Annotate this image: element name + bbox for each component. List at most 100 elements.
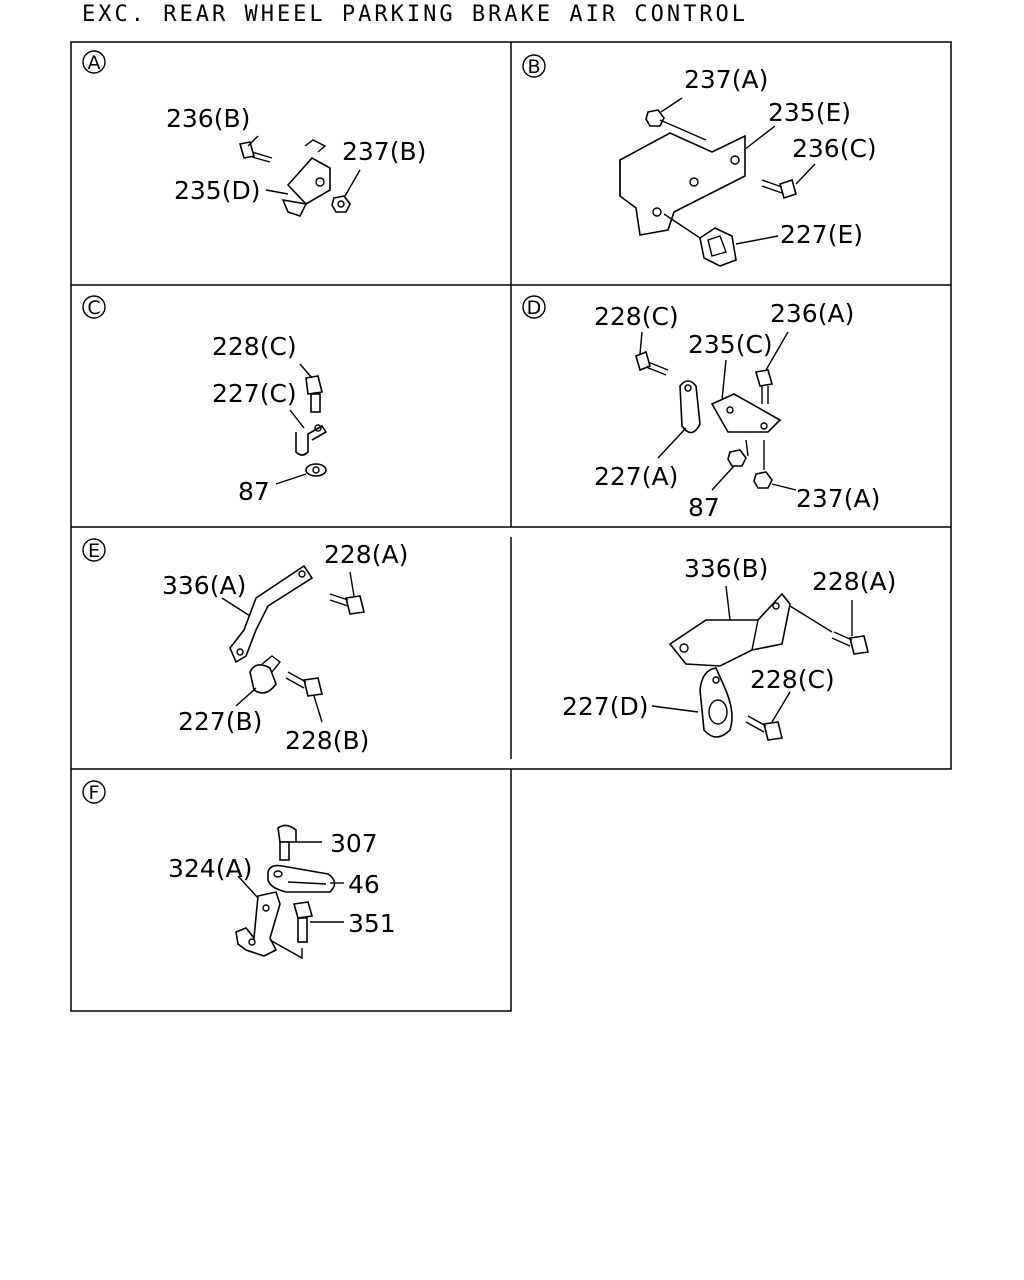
frame-panel-f (70, 769, 512, 1012)
panel-b: B 237(A) 235(E) 236(C) 227(E) (522, 54, 877, 267)
callout-label: 87 (688, 493, 720, 522)
grid-frame (70, 41, 952, 1012)
svg-text:B: B (527, 56, 540, 78)
panel-d: D (522, 295, 880, 522)
leader-line (735, 235, 779, 245)
leader-line (247, 135, 259, 147)
leader-line (235, 687, 257, 707)
bolt-part-f1 (277, 824, 297, 861)
leader-line (711, 465, 735, 491)
callout-label: 228(C) (212, 332, 297, 361)
panel-marker-b: B (522, 54, 546, 78)
callout-label: 237(A) (796, 484, 880, 513)
bracket-part-e (229, 564, 314, 664)
svg-text:D: D (527, 297, 542, 319)
bolt-part-d1 (635, 350, 669, 376)
clip-part-f (267, 864, 336, 893)
callout-label: 237(B) (342, 137, 426, 166)
callout-label: 228(A) (812, 567, 896, 596)
callout-label: 236(B) (166, 104, 250, 133)
bracket-part-b (619, 132, 746, 236)
leader-line (639, 331, 643, 355)
callout-label: 227(C) (212, 379, 297, 408)
callout-label: 351 (348, 909, 396, 938)
nut-part-a (331, 195, 351, 213)
leader-line (660, 97, 683, 113)
callout-label: 236(A) (770, 299, 854, 328)
callout-label: 228(C) (750, 665, 835, 694)
svg-text:E: E (88, 540, 100, 562)
callout-label: 227(A) (594, 462, 678, 491)
panel-marker-e: E (82, 538, 106, 562)
leader-line (344, 169, 361, 197)
svg-text:A: A (88, 52, 101, 74)
leader-line (743, 125, 776, 151)
callout-label: 237(A) (684, 65, 768, 94)
bracket-part-e3 (668, 592, 791, 667)
panel-e: E 228(A) 336(A) 227(B) 228(B) (82, 538, 408, 755)
leader-line (237, 875, 259, 899)
bolt-part-e1 (329, 593, 365, 615)
panel-e-right: 336(B) 228(A) 228(C) 227(D) (562, 554, 896, 741)
panel-f: F 307 324(A) 46 351 (82, 780, 396, 960)
nut-part-c (305, 463, 327, 477)
leader-line (289, 409, 305, 429)
bolt-part-a (238, 141, 273, 163)
bolt-part-f2 (292, 901, 314, 943)
bracket-part-d (710, 393, 782, 433)
leader-line (349, 571, 355, 597)
callout-label: 235(C) (688, 330, 773, 359)
leader-line (275, 473, 307, 485)
leader-line (221, 597, 251, 617)
callout-label: 307 (330, 829, 378, 858)
page-title: EXC. REAR WHEEL PARKING BRAKE AIR CONTRO… (82, 2, 749, 27)
clip-part-b (663, 213, 737, 267)
clip-part-c (295, 424, 328, 456)
callout-label: 235(D) (174, 176, 260, 205)
leader-line (299, 363, 313, 379)
callout-label: 46 (348, 870, 380, 899)
callout-label: 87 (238, 477, 270, 506)
callout-label: 228(C) (594, 302, 679, 331)
bracket-part-f (235, 891, 303, 960)
clamp-part-e (249, 655, 281, 694)
callout-label: 228(B) (285, 726, 369, 755)
bolt-part-b (761, 178, 797, 200)
callout-label: 228(A) (324, 540, 408, 569)
clamp-part-d (679, 380, 701, 434)
panel-marker-a: A (82, 50, 106, 74)
nut-part-d1 (727, 449, 747, 467)
hidden-line (659, 119, 707, 141)
leader-line (795, 163, 816, 185)
panel-marker-c: C (82, 295, 106, 319)
leader-line (657, 427, 687, 459)
svg-text:C: C (87, 297, 100, 319)
nut-part-b (645, 109, 665, 127)
callout-label: 236(C) (792, 134, 877, 163)
leader-line (771, 483, 797, 491)
callout-label: 324(A) (168, 854, 252, 883)
bolt-part-c (305, 375, 323, 413)
leader-line (765, 331, 789, 371)
bolt-part-e4 (745, 715, 783, 741)
leader-line (651, 705, 699, 713)
callout-label: 235(E) (768, 98, 851, 127)
hidden-line (789, 605, 833, 633)
callout-label: 227(E) (780, 220, 863, 249)
bolt-part-e2 (285, 671, 323, 697)
leader-line (265, 189, 289, 195)
panel-c: C 228(C) 227(C) 87 (82, 295, 328, 506)
panel-marker-d: D (522, 295, 546, 319)
clip-part-e3 (699, 667, 733, 738)
leader-line (721, 359, 727, 401)
callout-label: 336(B) (684, 554, 768, 583)
hidden-line (745, 439, 749, 457)
panel-a: A 236(B) 237(B) 235(D) (82, 50, 426, 217)
svg-text:F: F (89, 782, 100, 804)
bracket-part-a (281, 139, 331, 217)
bolt-part-d2 (754, 369, 774, 404)
bolt-part-e3 (831, 631, 869, 655)
callout-label: 227(B) (178, 707, 262, 736)
nut-part-d2 (753, 471, 773, 489)
